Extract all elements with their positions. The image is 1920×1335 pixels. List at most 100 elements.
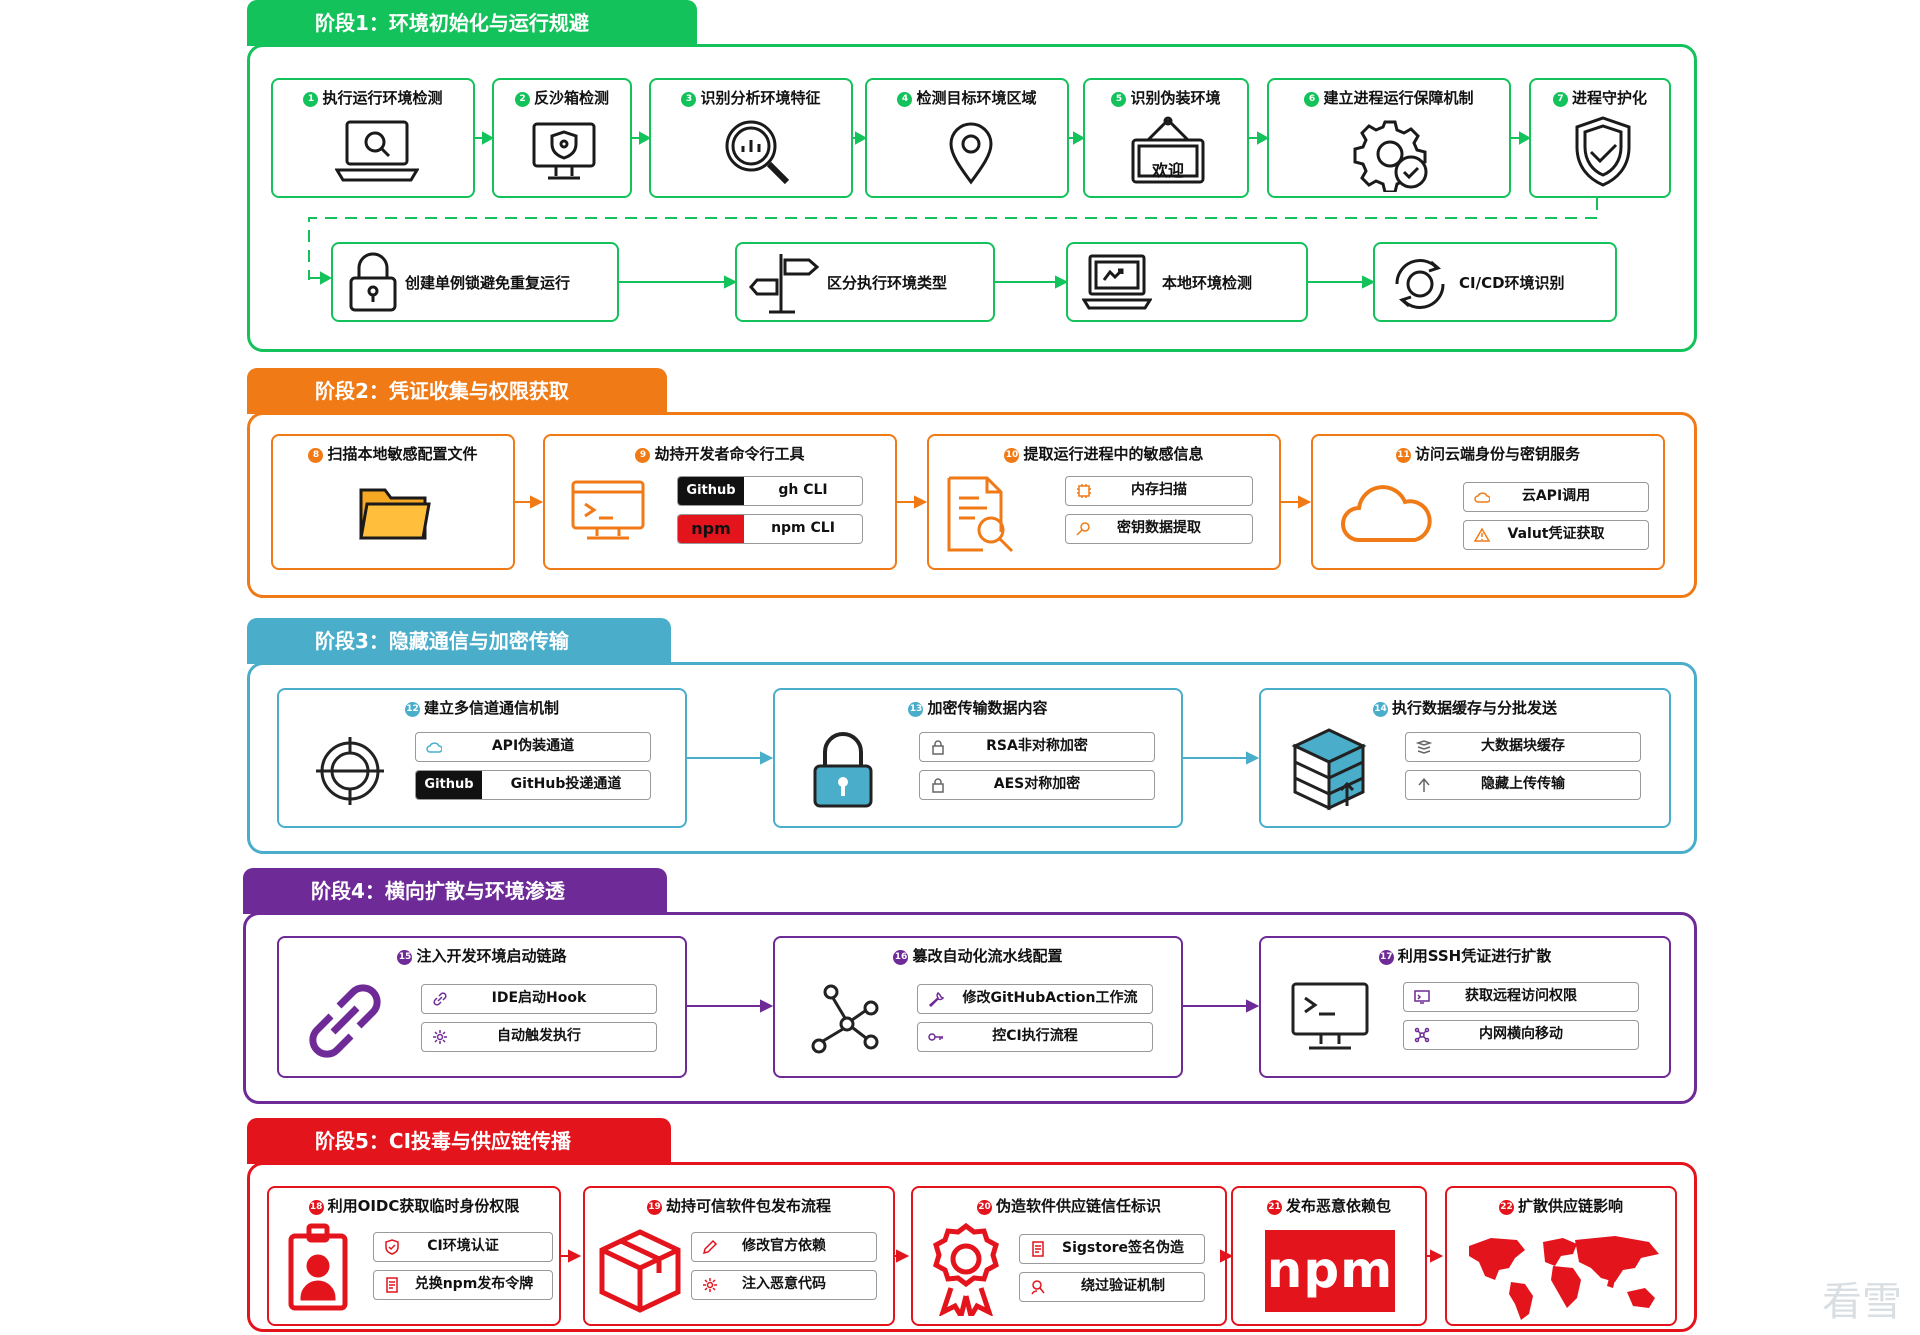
chip-key-extract: 密钥数据提取 bbox=[1065, 514, 1253, 544]
stage-5-tab: 阶段5：CI投毒与供应链传播 bbox=[247, 1118, 671, 1164]
chip-text: npm CLI bbox=[771, 520, 835, 536]
chip-api-channel: API伪装通道 bbox=[415, 732, 651, 762]
chip-ide-hook: IDE启动Hook bbox=[421, 984, 657, 1014]
github-badge: Github bbox=[678, 477, 744, 505]
card-label: 扩散供应链影响 bbox=[1517, 1197, 1623, 1215]
step-number: 8 bbox=[308, 448, 324, 463]
cloud-icon bbox=[1341, 485, 1432, 542]
chip-text: Valut凭证获取 bbox=[1507, 526, 1605, 542]
chip-npm-token: 兑换npm发布令牌 bbox=[373, 1270, 553, 1300]
row2-label: CI/CD环境识别 bbox=[1459, 274, 1565, 292]
chip-text: CI环境认证 bbox=[427, 1238, 499, 1254]
chain-link-icon bbox=[309, 984, 381, 1058]
card-label: 访问云端身份与密钥服务 bbox=[1414, 445, 1580, 463]
gear-icon bbox=[703, 1278, 717, 1292]
chip-auto-trigger: 自动触发执行 bbox=[421, 1022, 657, 1052]
chip-hidden-upload: 隐藏上传传输 bbox=[1405, 770, 1641, 800]
row2-label: 本地环境检测 bbox=[1162, 274, 1253, 292]
step-number: 5 bbox=[1111, 92, 1127, 107]
card-label: 提取运行进程中的敏感信息 bbox=[1023, 445, 1204, 463]
map-pin-icon bbox=[949, 122, 993, 185]
chip-text: 修改GitHubAction工作流 bbox=[962, 990, 1138, 1006]
step-number: 10 bbox=[1004, 448, 1020, 463]
chip-big-cache: 大数据块缓存 bbox=[1405, 732, 1641, 762]
chip-lateral-move: 内网横向移动 bbox=[1403, 1020, 1639, 1050]
card-label: 注入开发环境启动链路 bbox=[416, 947, 567, 965]
search-icon bbox=[1076, 522, 1090, 536]
stage-2-frame bbox=[247, 412, 1697, 598]
world-map-icon bbox=[1469, 1236, 1659, 1320]
id-badge-icon bbox=[288, 1223, 348, 1311]
link-icon bbox=[433, 992, 447, 1006]
card-label: 加密传输数据内容 bbox=[927, 699, 1048, 717]
database-icon bbox=[1416, 740, 1432, 754]
step-number: 3 bbox=[681, 92, 697, 107]
npm-badge: npm bbox=[678, 515, 744, 543]
card-label: 利用OIDC获取临时身份权限 bbox=[327, 1197, 520, 1215]
cloud-icon bbox=[426, 742, 442, 753]
upload-icon bbox=[1418, 777, 1430, 792]
chip-text: 内存扫描 bbox=[1131, 482, 1187, 498]
pencil-icon bbox=[702, 1239, 718, 1255]
chip-text: 兑换npm发布令牌 bbox=[414, 1276, 534, 1292]
step-label: 反沙箱检测 bbox=[533, 89, 609, 107]
stage-5-frame bbox=[247, 1162, 1697, 1332]
signpost-icon bbox=[749, 254, 819, 314]
stage-2-arrows bbox=[515, 495, 1312, 509]
step-number: 22 bbox=[1498, 1200, 1514, 1215]
key-icon bbox=[928, 1033, 943, 1041]
stage-3-arrows bbox=[687, 751, 1260, 765]
step-number: 1 bbox=[303, 92, 319, 107]
padlock-icon bbox=[349, 252, 397, 312]
chip-text: 自动触发执行 bbox=[497, 1028, 581, 1044]
magnifier-chart-icon bbox=[725, 120, 790, 185]
shield-check-icon bbox=[1575, 116, 1631, 187]
watermark: 看雪 bbox=[1822, 1279, 1902, 1325]
lock-icon bbox=[932, 778, 944, 793]
step-number: 9 bbox=[635, 448, 651, 463]
chip-rsa: RSA非对称加密 bbox=[919, 732, 1155, 762]
step-number: 7 bbox=[1552, 92, 1568, 107]
step-number: 19 bbox=[646, 1200, 662, 1215]
step-number: 11 bbox=[1395, 448, 1411, 463]
chip-sigstore: Sigstore签名伪造 bbox=[1019, 1234, 1205, 1264]
npm-logo: npm bbox=[1265, 1230, 1395, 1312]
chip-text: 内网横向移动 bbox=[1479, 1026, 1563, 1042]
gear-check-icon bbox=[1353, 120, 1428, 192]
card-label: 劫持开发者命令行工具 bbox=[654, 445, 805, 463]
chip-text: Sigstore签名伪造 bbox=[1062, 1240, 1184, 1256]
package-box-icon bbox=[599, 1229, 681, 1313]
chip-memory-scan: 内存扫描 bbox=[1065, 476, 1253, 506]
network-icon bbox=[1414, 1027, 1430, 1043]
data-cube-icon bbox=[1291, 728, 1367, 811]
chip-cloud-api: 云API调用 bbox=[1463, 482, 1649, 512]
step-number: 17 bbox=[1378, 950, 1394, 965]
pipeline-nodes-icon bbox=[811, 984, 879, 1054]
stage-3-tab: 阶段3：隐藏通信与加密传输 bbox=[247, 618, 671, 664]
chip-text: RSA非对称加密 bbox=[986, 738, 1088, 754]
stage-1-tab: 阶段1：环境初始化与运行规避 bbox=[247, 0, 697, 46]
laptop-search-icon bbox=[335, 120, 419, 182]
chip-text: gh CLI bbox=[778, 482, 828, 498]
row2-card-signpost: 区分执行环境类型 bbox=[735, 242, 995, 322]
step-number: 15 bbox=[397, 950, 413, 965]
row1-arrows bbox=[308, 131, 1598, 289]
user-search-icon bbox=[1031, 1280, 1045, 1295]
chip-text: 密钥数据提取 bbox=[1117, 520, 1201, 536]
hub-channels-icon bbox=[316, 737, 384, 805]
